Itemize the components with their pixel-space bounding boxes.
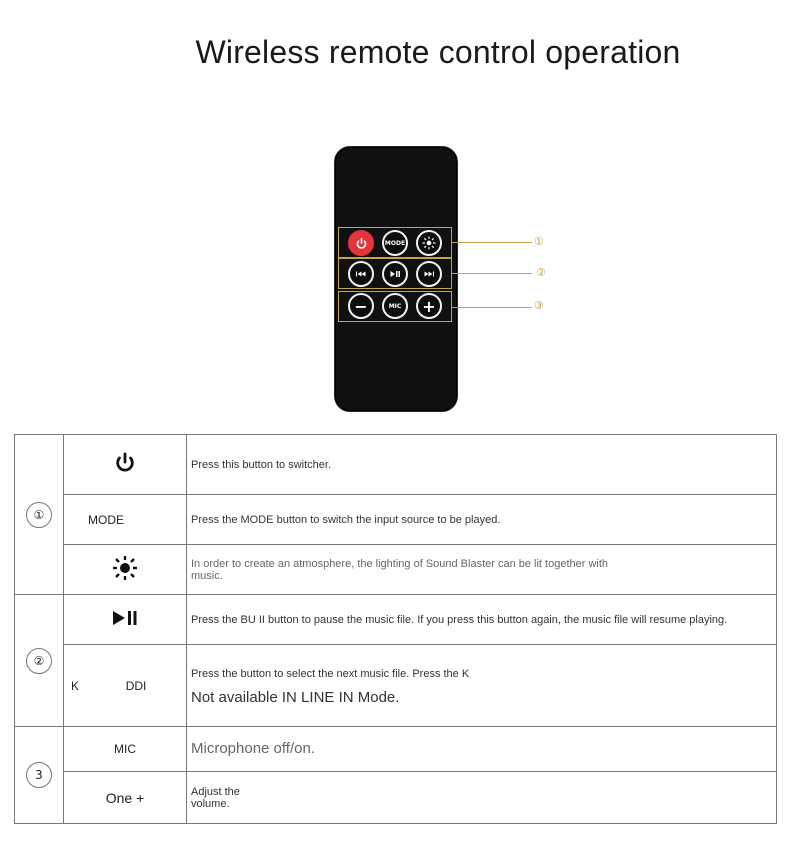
light-icon bbox=[416, 230, 442, 256]
key-cell bbox=[63, 594, 187, 645]
volume-up-icon: + bbox=[416, 293, 442, 319]
table-row: In order to create an atmosphere, the li… bbox=[15, 544, 777, 595]
remote-row-3-frame bbox=[338, 291, 452, 322]
next-track-icon bbox=[416, 261, 442, 287]
group-1-cell: ① bbox=[14, 434, 64, 595]
mode-button-remote: MODE bbox=[382, 230, 408, 256]
group-3-marker: 3 bbox=[26, 762, 52, 788]
description-cell: Press the BU II button to pause the musi… bbox=[186, 594, 777, 645]
callout-line-3 bbox=[452, 307, 532, 308]
key-cell bbox=[63, 544, 187, 595]
description-cell: In order to create an atmosphere, the li… bbox=[186, 544, 777, 595]
operation-table: ① Press this button to switcher. MODE Pr… bbox=[14, 434, 777, 824]
page-title: Wireless remote control operation bbox=[195, 34, 681, 70]
table-row: ② Press the BU II button to pause the mu… bbox=[14, 594, 777, 727]
play-pause-icon bbox=[382, 261, 408, 287]
next-key-label: DDI bbox=[125, 678, 147, 693]
key-cell: MODE bbox=[63, 494, 187, 545]
group-3-cell: 3 bbox=[14, 726, 64, 824]
description-cell: Adjust the volume. bbox=[186, 771, 777, 824]
power-icon bbox=[348, 230, 374, 256]
callout-marker-3: ③ bbox=[534, 299, 544, 312]
table-row: One + Adjust the volume. bbox=[15, 771, 777, 824]
description-text: Press the button to select the next musi… bbox=[191, 667, 470, 680]
group-1-marker: ① bbox=[26, 501, 52, 528]
description-cell: Press this button to switcher. bbox=[186, 434, 777, 495]
description-note: Not available IN LINE IN Mode. bbox=[191, 688, 400, 706]
remote-row-1-frame bbox=[338, 227, 452, 258]
callout-marker-1: ① bbox=[534, 235, 544, 248]
volume-down-icon: − bbox=[348, 293, 374, 319]
key-cell bbox=[63, 434, 187, 495]
description-cell: Microphone off/on. bbox=[186, 726, 777, 772]
table-row: 3 MIC Microphone off/on. bbox=[14, 726, 777, 824]
callout-marker-2: ② bbox=[536, 266, 546, 279]
previous-track-icon bbox=[348, 261, 374, 287]
play-pause-icon bbox=[111, 611, 139, 629]
table-row: ① Press this button to switcher. bbox=[14, 434, 777, 595]
description-cell: Press the MODE button to switch the inpu… bbox=[186, 494, 777, 545]
mic-button-remote: MIC bbox=[382, 293, 408, 319]
table-row: K DDI Press the button to select the nex… bbox=[15, 644, 777, 727]
remote-row-2-frame bbox=[338, 258, 452, 289]
table-row: MODE Press the MODE button to switch the… bbox=[15, 494, 777, 545]
key-cell: MIC bbox=[63, 726, 187, 772]
group-2-cell: ② bbox=[14, 594, 64, 727]
previous-key-label: K bbox=[71, 678, 80, 693]
description-cell: Press the button to select the next musi… bbox=[186, 644, 777, 727]
callout-line-1 bbox=[452, 242, 532, 243]
callout-line-2 bbox=[452, 273, 532, 274]
light-icon bbox=[113, 556, 137, 583]
group-2-marker: ② bbox=[26, 647, 52, 674]
power-icon bbox=[114, 452, 136, 477]
key-cell: K DDI bbox=[63, 644, 187, 727]
key-cell: One + bbox=[63, 771, 187, 824]
